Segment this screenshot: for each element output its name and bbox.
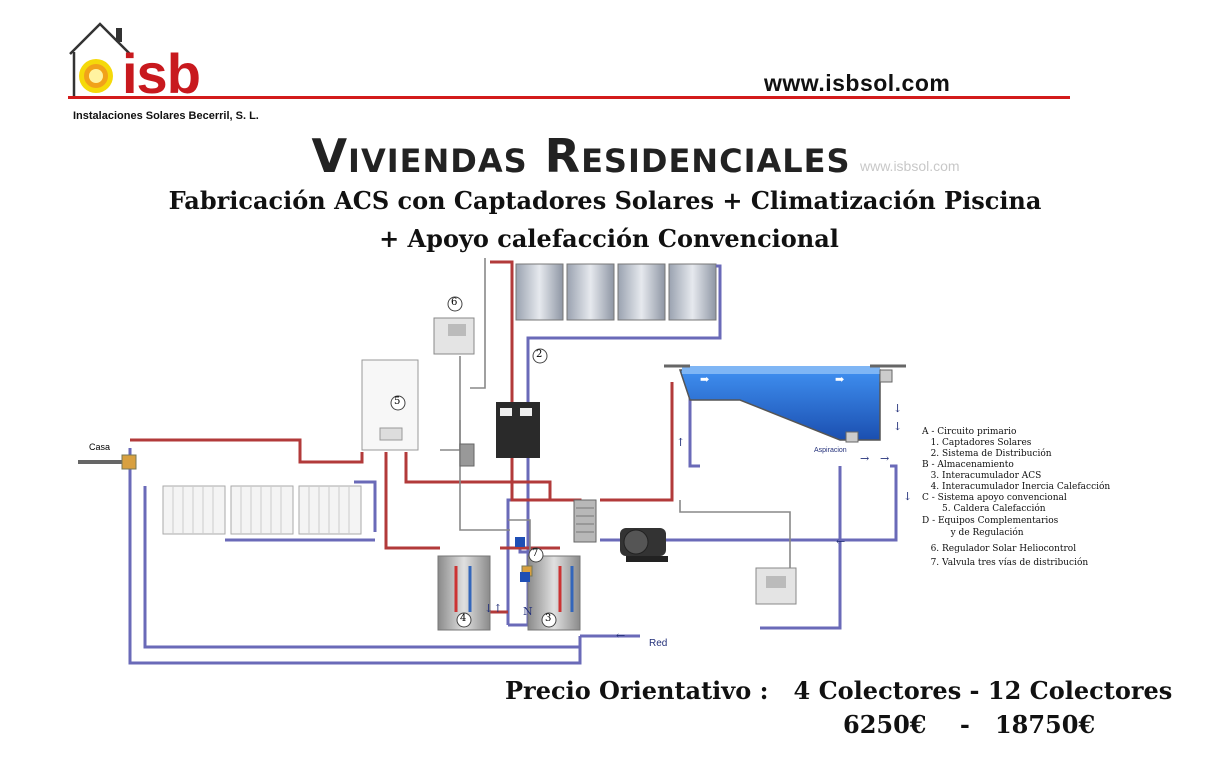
price-values: 6250€ - 18750€ [843, 710, 1096, 739]
marker-label-6: 6 [451, 297, 458, 308]
heat-exchanger [573, 499, 597, 543]
header-divider [68, 96, 1070, 99]
logo [66, 18, 136, 98]
pump-station [459, 402, 540, 467]
legend-item: 2. Sistema de Distribución [922, 449, 1052, 459]
marker-label-5: 5 [394, 396, 401, 407]
legend-item: 5. Caldera Calefacción [922, 504, 1046, 514]
solar-regulator [433, 296, 475, 355]
price-label: Precio Orientativo : 4 Colectores - 12 C… [505, 676, 1173, 705]
legend-item: 1. Captadores Solares [922, 438, 1032, 448]
cold-water-pipes [128, 264, 898, 665]
legend-item: 3. Interacumulador ACS [922, 471, 1042, 481]
svg-text:←: ← [616, 629, 625, 642]
solar-collectors [515, 263, 717, 321]
legend-item: C - Sistema apoyo convencional [922, 493, 1067, 503]
legend-item: y de Regulación [922, 528, 1024, 538]
subtitle-line-1: Fabricación ACS con Captadores Solares +… [168, 186, 1042, 215]
legend-item: 4. Interacumulador Inercia Calefacción [922, 482, 1111, 492]
svg-text:➡: ➡ [700, 373, 709, 386]
page-title: Viviendas Residenciales [311, 129, 851, 183]
company-name: Instalaciones Solares Becerril, S. L. [73, 110, 259, 122]
tank-acs [527, 555, 581, 631]
pool-regulator [755, 567, 797, 605]
pool-pump [620, 528, 668, 562]
legend-item: D - Equipos Complementarios [922, 516, 1059, 526]
legend-item: A - Circuito primario [922, 427, 1017, 437]
boiler-caldera [361, 359, 419, 451]
marker-label-3: 3 [545, 613, 552, 624]
logo-house-sun-icon [69, 22, 131, 96]
radiators [162, 485, 375, 542]
swimming-pool: ➡ ➡ [664, 364, 906, 443]
svg-text:→: → [860, 452, 869, 465]
svg-text:↓↑: ↓↑ [484, 602, 502, 615]
marker-label-2: 2 [536, 349, 543, 360]
label-aspiracion: Aspiracion [814, 447, 847, 454]
label-casa: Casa [89, 442, 111, 452]
marker-label-4: 4 [460, 613, 467, 624]
svg-text:N: N [523, 605, 533, 618]
house-connection [78, 454, 137, 470]
solar-installation-diagram: ➡ ➡ ↓↑ ↑ ↓ ↓ → → ↓ ← ← N [78, 258, 912, 665]
svg-text:←: ← [836, 535, 845, 548]
subtitle-line-2: + Apoyo calefacción Convencional [379, 224, 839, 253]
logo-wordmark: isb [122, 42, 201, 105]
svg-text:↓: ↓ [893, 420, 902, 433]
svg-text:➡: ➡ [835, 373, 844, 386]
svg-text:→: → [880, 452, 889, 465]
pipe-fitting [520, 572, 530, 582]
svg-text:↑: ↑ [676, 436, 685, 449]
marker-label-7: 7 [532, 548, 539, 559]
svg-text:↓: ↓ [893, 402, 902, 415]
watermark: www.isbsol.com [860, 158, 960, 174]
legend-item: 7. Valvula tres vías de distribución [922, 558, 1089, 568]
label-red: Red [649, 638, 668, 649]
pipe-fitting [515, 537, 525, 547]
svg-text:↓: ↓ [903, 490, 912, 503]
legend-item: B - Almacenamiento [922, 460, 1014, 470]
component-number-markers [456, 348, 557, 628]
control-wires [440, 258, 791, 575]
flow-arrows: ↓↑ ↑ ↓ ↓ → → ↓ ← ← N [484, 402, 912, 642]
website-url[interactable]: www.isbsol.com [764, 70, 951, 96]
legend-item: 6. Regulador Solar Heliocontrol [922, 544, 1077, 554]
